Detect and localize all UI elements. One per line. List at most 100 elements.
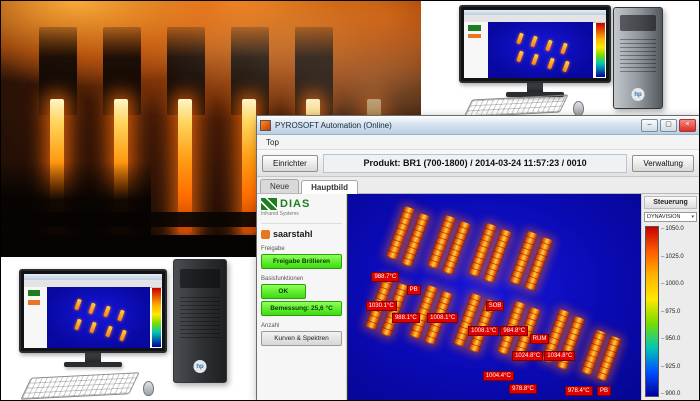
tab-neue[interactable]: Neue [260, 179, 300, 193]
section-label: Freigabe [261, 246, 285, 252]
mini-titlebar [24, 274, 162, 280]
dias-logo-tagline: Infrared Systems [261, 211, 299, 217]
mini-billet [89, 321, 98, 334]
scale-tick: 900.0 [661, 391, 696, 397]
scale-tick: 1025.0 [661, 254, 696, 260]
temperature-label: SOB [485, 301, 505, 312]
pc-tower: hp [173, 259, 227, 383]
monitor [459, 5, 611, 97]
saarstahl-logo-text: saarstahl [273, 229, 313, 239]
mini-billet [102, 305, 111, 318]
button-ok[interactable]: OK [261, 284, 306, 299]
hp-logo: hp [631, 88, 645, 101]
mini-sidebar [464, 21, 490, 78]
scale-tick: 1050.0 [661, 226, 696, 232]
tab-hauptbild[interactable]: Hauptbild [301, 180, 359, 194]
hp-logo: hp [193, 360, 207, 374]
window-title: PYROSOFT Automation (Online) [275, 120, 392, 130]
control-panel-title: Steuerung [644, 196, 697, 209]
scale-tick: 1000.0 [661, 281, 696, 287]
mini-billet [119, 329, 127, 341]
temperature-scale-bar [645, 226, 659, 397]
saarstahl-logo-icon [261, 229, 270, 239]
keyboard [20, 372, 140, 400]
close-button[interactable]: × [679, 118, 696, 132]
product-readout: Produkt: BR1 (700-1800) / 2014-03-24 11:… [322, 153, 628, 173]
left-sidebar: DIAS Infrared Systems saarstahl Freigabe… [257, 194, 347, 400]
mini-thermal-image [488, 21, 594, 78]
section-label: Anzahl [261, 323, 280, 329]
einrichter-button[interactable]: Einrichter [262, 154, 318, 172]
scale-tick: 925.0 [661, 364, 696, 370]
verwaltung-button[interactable]: Verwaltung [632, 154, 694, 172]
window-titlebar: PYROSOFT Automation (Online) – ▢ × [257, 116, 699, 135]
temperature-label: PB [597, 385, 612, 396]
foreground-shadow [1, 162, 151, 257]
palette-combo-value: DYNAVISION [647, 214, 681, 220]
monitor-bezel [19, 269, 167, 353]
monitor-bezel [459, 5, 611, 83]
mini-billet [530, 35, 539, 48]
temperature-label: 978.4°C [564, 385, 593, 396]
temperature-scale: 1050.01025.01000.0975.0950.0925.0900.0 [644, 225, 697, 398]
mini-billet [104, 325, 113, 338]
saarstahl-logo: saarstahl [261, 223, 342, 239]
dias-logo-icon [261, 198, 277, 210]
temperature-label: 984.8°C [500, 325, 529, 336]
mini-app-screen [24, 274, 162, 348]
mini-temperature-scale [596, 22, 605, 77]
mini-temperature-scale [152, 288, 161, 347]
temperature-label: RUM [529, 334, 550, 345]
mini-billet [545, 39, 553, 51]
menu-item-top[interactable]: Top [266, 137, 279, 147]
temperature-label: 1024.8°C [512, 350, 544, 361]
temperature-label: 988.7°C [371, 272, 400, 283]
mini-sidebar [24, 286, 49, 348]
temperature-label: 1034.8°C [544, 350, 576, 361]
mini-billet [88, 302, 97, 314]
monitor-stand [527, 83, 543, 92]
tower-vent [619, 38, 657, 72]
workstation-bottom-left: hp [17, 257, 229, 400]
tower-vent [180, 296, 220, 339]
glowing-billet [178, 99, 192, 233]
mini-billet [531, 53, 540, 66]
scale-tick: 975.0 [661, 309, 696, 315]
temperature-label: 988.1°C [391, 313, 420, 324]
mini-billet [547, 57, 555, 70]
temperature-label: 1030.1°C [365, 301, 397, 312]
dias-logo-text: DIAS [280, 198, 311, 210]
button-freigabe-brillieren[interactable]: Freigabe Brillieren [261, 254, 342, 269]
maximize-button[interactable]: ▢ [660, 118, 677, 132]
toolbar: Einrichter Produkt: BR1 (700-1800) / 201… [257, 150, 699, 177]
section-label: Basisfunktionen [261, 276, 304, 282]
dias-logo: DIAS Infrared Systems [261, 198, 342, 217]
temperature-label: 1008.1°C [468, 325, 500, 336]
mini-billet [74, 298, 82, 311]
mini-app-screen [464, 10, 606, 78]
keyboard [463, 94, 569, 118]
mini-billet [117, 309, 125, 322]
window-controls: – ▢ × [641, 118, 696, 132]
menu-bar: Top [257, 135, 699, 150]
mini-billet [515, 50, 524, 63]
drive-bay [619, 15, 657, 31]
control-panel: Steuerung DYNAVISION ▾ 1050.0 1025.0 1000.… [641, 194, 699, 400]
button-kurven-spektren[interactable]: Kurven & Spektren [261, 331, 342, 346]
palette-combo[interactable]: DYNAVISION ▾ [644, 212, 697, 222]
mouse [143, 381, 154, 396]
temperature-label: 1008.1°C [427, 313, 459, 324]
monitor [19, 269, 167, 367]
mouse [573, 101, 584, 116]
mini-thermal-image [47, 286, 150, 348]
chevron-down-icon: ▾ [691, 214, 694, 220]
mini-titlebar [464, 10, 606, 16]
temperature-label: 978.8°C [509, 383, 537, 394]
pc-tower: hp [613, 7, 663, 109]
minimize-button[interactable]: – [641, 118, 658, 132]
button-bemessung-25-6-c[interactable]: Bemessung: 25,6 °C [261, 301, 342, 316]
mini-billet [559, 42, 568, 55]
